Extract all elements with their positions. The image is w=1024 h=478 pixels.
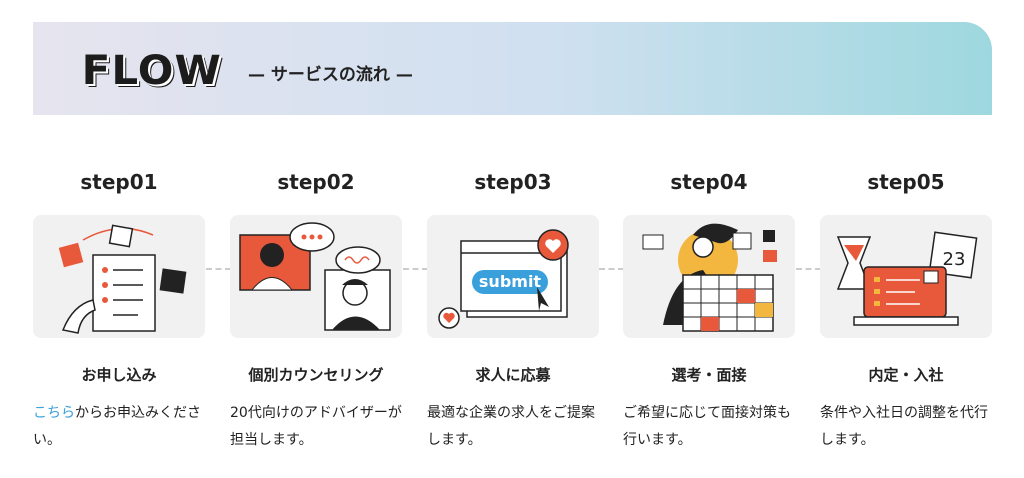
step-5: step05 23	[820, 170, 992, 338]
step-title: お申し込み	[81, 366, 157, 384]
connector	[403, 268, 428, 270]
application-form-icon	[58, 224, 187, 334]
step-illustration	[230, 215, 402, 338]
job-offer-contract-icon: 23	[836, 231, 978, 326]
connector	[206, 268, 231, 270]
step-label: step05	[867, 170, 945, 194]
step-label: step01	[80, 170, 158, 194]
step-label: step03	[474, 170, 552, 194]
step-title: 求人に応募	[475, 366, 551, 384]
step-illustration	[33, 215, 205, 338]
step-1: step01	[33, 170, 205, 338]
description-text: からお申込みください。	[33, 405, 201, 448]
step-description: 最適な企業の求人をご提案します。	[427, 405, 595, 448]
step-illustration	[623, 215, 795, 338]
submit-label: submit	[479, 272, 542, 291]
counseling-video-call-icon	[239, 222, 391, 331]
step-2: step02	[230, 170, 402, 338]
interview-schedule-icon	[642, 223, 777, 332]
calendar-date: 23	[943, 249, 966, 270]
apply-link[interactable]: こちら	[33, 405, 75, 421]
header-banner: FLOW — サービスの流れ —	[33, 22, 992, 115]
step-illustration: 23	[820, 215, 992, 338]
step-illustration: submit	[427, 215, 599, 338]
step-4: step04	[623, 170, 795, 338]
flow-logo: FLOW	[81, 48, 222, 94]
section-subtitle: — サービスの流れ —	[248, 65, 413, 85]
step-title: 選考・面接	[671, 366, 747, 384]
step-label: step04	[670, 170, 748, 194]
connector	[796, 268, 821, 270]
step-description: 20代向けのアドバイザーが担当します。	[230, 405, 402, 448]
step-title: 内定・入社	[868, 366, 944, 384]
connector	[599, 268, 624, 270]
step-description: ご希望に応じて面接対策も行います。	[623, 405, 791, 448]
step-label: step02	[277, 170, 355, 194]
submit-application-icon: submit	[438, 229, 569, 329]
step-3: step03 submit	[427, 170, 599, 338]
step-title: 個別カウンセリング	[248, 366, 384, 384]
step-description: こちらからお申込みください。	[33, 400, 213, 454]
step-description: 条件や入社日の調整を代行します。	[820, 405, 988, 448]
